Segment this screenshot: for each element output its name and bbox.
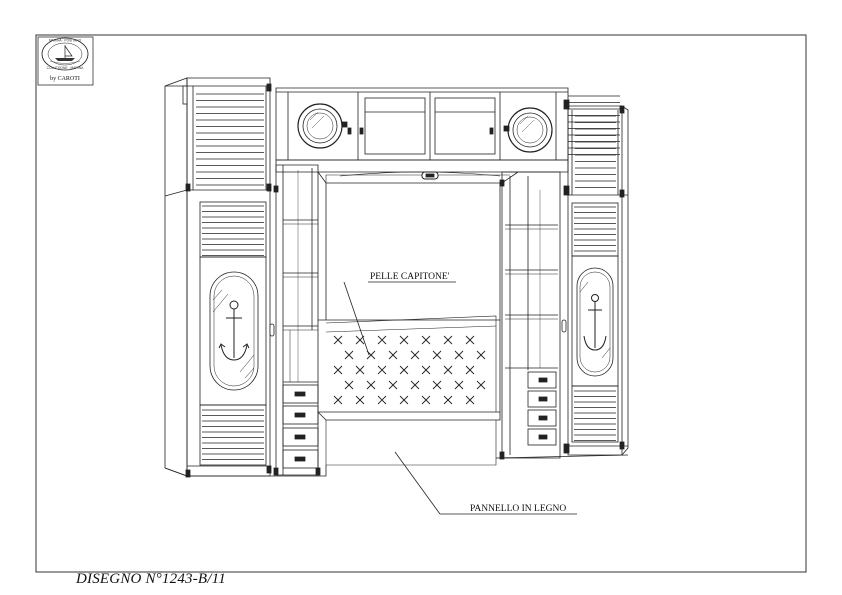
- tuft-mark: [465, 395, 475, 405]
- brand-logo: MARINA · POSITANO COLLEZIONE · MARINA by…: [37, 36, 94, 86]
- tuft-mark: [333, 395, 343, 405]
- anchor-icon: [583, 294, 607, 351]
- tuft-mark: [454, 380, 464, 390]
- left-drawers: [282, 384, 319, 469]
- tuft-mark: [366, 350, 376, 360]
- logo-brand: by CAROTI: [50, 76, 80, 82]
- drawing-frame: [35, 34, 807, 573]
- tuft-mark: [443, 395, 453, 405]
- tuft-mark: [388, 380, 398, 390]
- porthole-left: [297, 103, 352, 149]
- tuft-mark: [476, 350, 486, 360]
- tuft-mark: [399, 365, 409, 375]
- tuft-mark: [476, 380, 486, 390]
- porthole-right: [489, 107, 553, 153]
- tuft-mark: [465, 335, 475, 345]
- tuft-mark: [355, 365, 365, 375]
- tuft-mark: [465, 365, 475, 375]
- tuft-mark: [410, 380, 420, 390]
- label-leather: PELLE CAPITONE': [370, 272, 450, 282]
- drawing-number: DISEGNO N°1243-B/11: [76, 571, 226, 587]
- anchor-icon: [218, 300, 250, 361]
- tuft-mark: [410, 350, 420, 360]
- wall-unit-drawing: [164, 77, 629, 478]
- tuft-mark: [421, 335, 431, 345]
- label-panel: PANNELLO IN LEGNO: [470, 504, 566, 514]
- tuft-mark: [443, 365, 453, 375]
- tuft-mark: [377, 365, 387, 375]
- tuft-mark: [432, 380, 442, 390]
- tuft-mark: [333, 365, 343, 375]
- callout-panel: PANNELLO IN LEGNO: [394, 451, 577, 515]
- tuft-mark: [344, 350, 354, 360]
- callout-leather: PELLE CAPITONE': [343, 272, 456, 356]
- tuft-mark: [399, 395, 409, 405]
- right-drawers: [527, 371, 557, 446]
- tuft-mark: [355, 395, 365, 405]
- tuft-mark: [443, 335, 453, 345]
- tuft-mark: [377, 335, 387, 345]
- tuft-mark: [421, 365, 431, 375]
- logo-arc-text: MARINA · POSITANO: [49, 39, 82, 43]
- tuft-mark: [454, 350, 464, 360]
- tuft-mark: [333, 335, 343, 345]
- tuft-mark: [344, 380, 354, 390]
- logo-lower-text: COLLEZIONE · MARINA: [47, 66, 84, 70]
- tuft-mark: [388, 350, 398, 360]
- tuft-mark: [377, 395, 387, 405]
- tuft-mark: [432, 350, 442, 360]
- tuft-mark: [399, 335, 409, 345]
- tuft-mark: [366, 380, 376, 390]
- tuft-mark: [421, 395, 431, 405]
